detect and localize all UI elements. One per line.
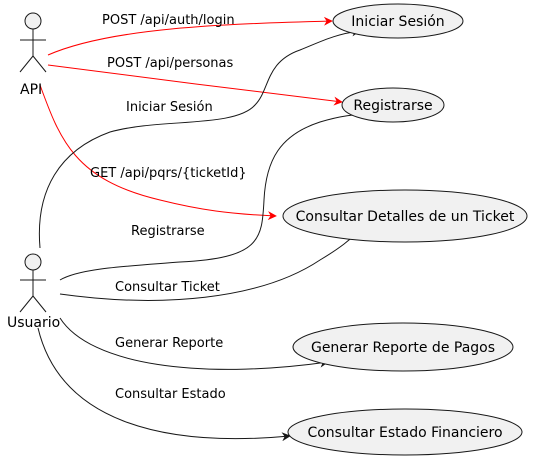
edge-api-register xyxy=(47,64,343,106)
edge-api-login xyxy=(47,16,333,56)
edge-label-api-login: POST /api/auth/login xyxy=(102,13,235,28)
usecase-ticket-details xyxy=(282,189,528,243)
usecase-register xyxy=(341,87,445,123)
usecase-financial-status-label: Consultar Estado Financiero xyxy=(307,425,502,441)
actor-usuario xyxy=(19,253,47,313)
edge-label-user-status: Consultar Estado xyxy=(115,387,226,402)
usecase-login xyxy=(332,3,464,39)
edge-user-status xyxy=(37,327,291,442)
usecase-ticket-details-label: Consultar Detalles de un Ticket xyxy=(296,209,515,225)
edge-label-api-personas: POST /api/personas xyxy=(107,56,234,71)
usecase-financial-status xyxy=(287,408,523,456)
edge-label-user-report: Generar Reporte xyxy=(115,336,223,351)
actor-usuario-label: Usuario xyxy=(7,315,60,331)
actor-api-label: API xyxy=(20,82,42,98)
edge-user-login xyxy=(38,27,361,249)
edge-label-user-login: Iniciar Sesión xyxy=(126,100,213,115)
edge-label-api-pqrs: GET /api/pqrs/{ticketId} xyxy=(90,166,247,181)
usecase-payments-report-label: Generar Reporte de Pagos xyxy=(311,340,495,356)
usecase-register-label: Registrarse xyxy=(353,98,432,114)
actor-usuario-head xyxy=(24,253,42,271)
edge-label-user-register: Registrarse xyxy=(131,224,205,239)
actor-api-head xyxy=(24,12,42,30)
edge-api-ticket-details xyxy=(39,84,277,221)
edge-user-register xyxy=(59,109,373,281)
actor-api xyxy=(19,12,47,73)
usecase-login-label: Iniciar Sesión xyxy=(351,14,444,30)
edge-user-ticket xyxy=(59,229,361,301)
edge-label-user-ticket: Consultar Ticket xyxy=(115,280,220,295)
edge-user-report xyxy=(59,317,329,370)
usecase-payments-report xyxy=(292,322,514,372)
